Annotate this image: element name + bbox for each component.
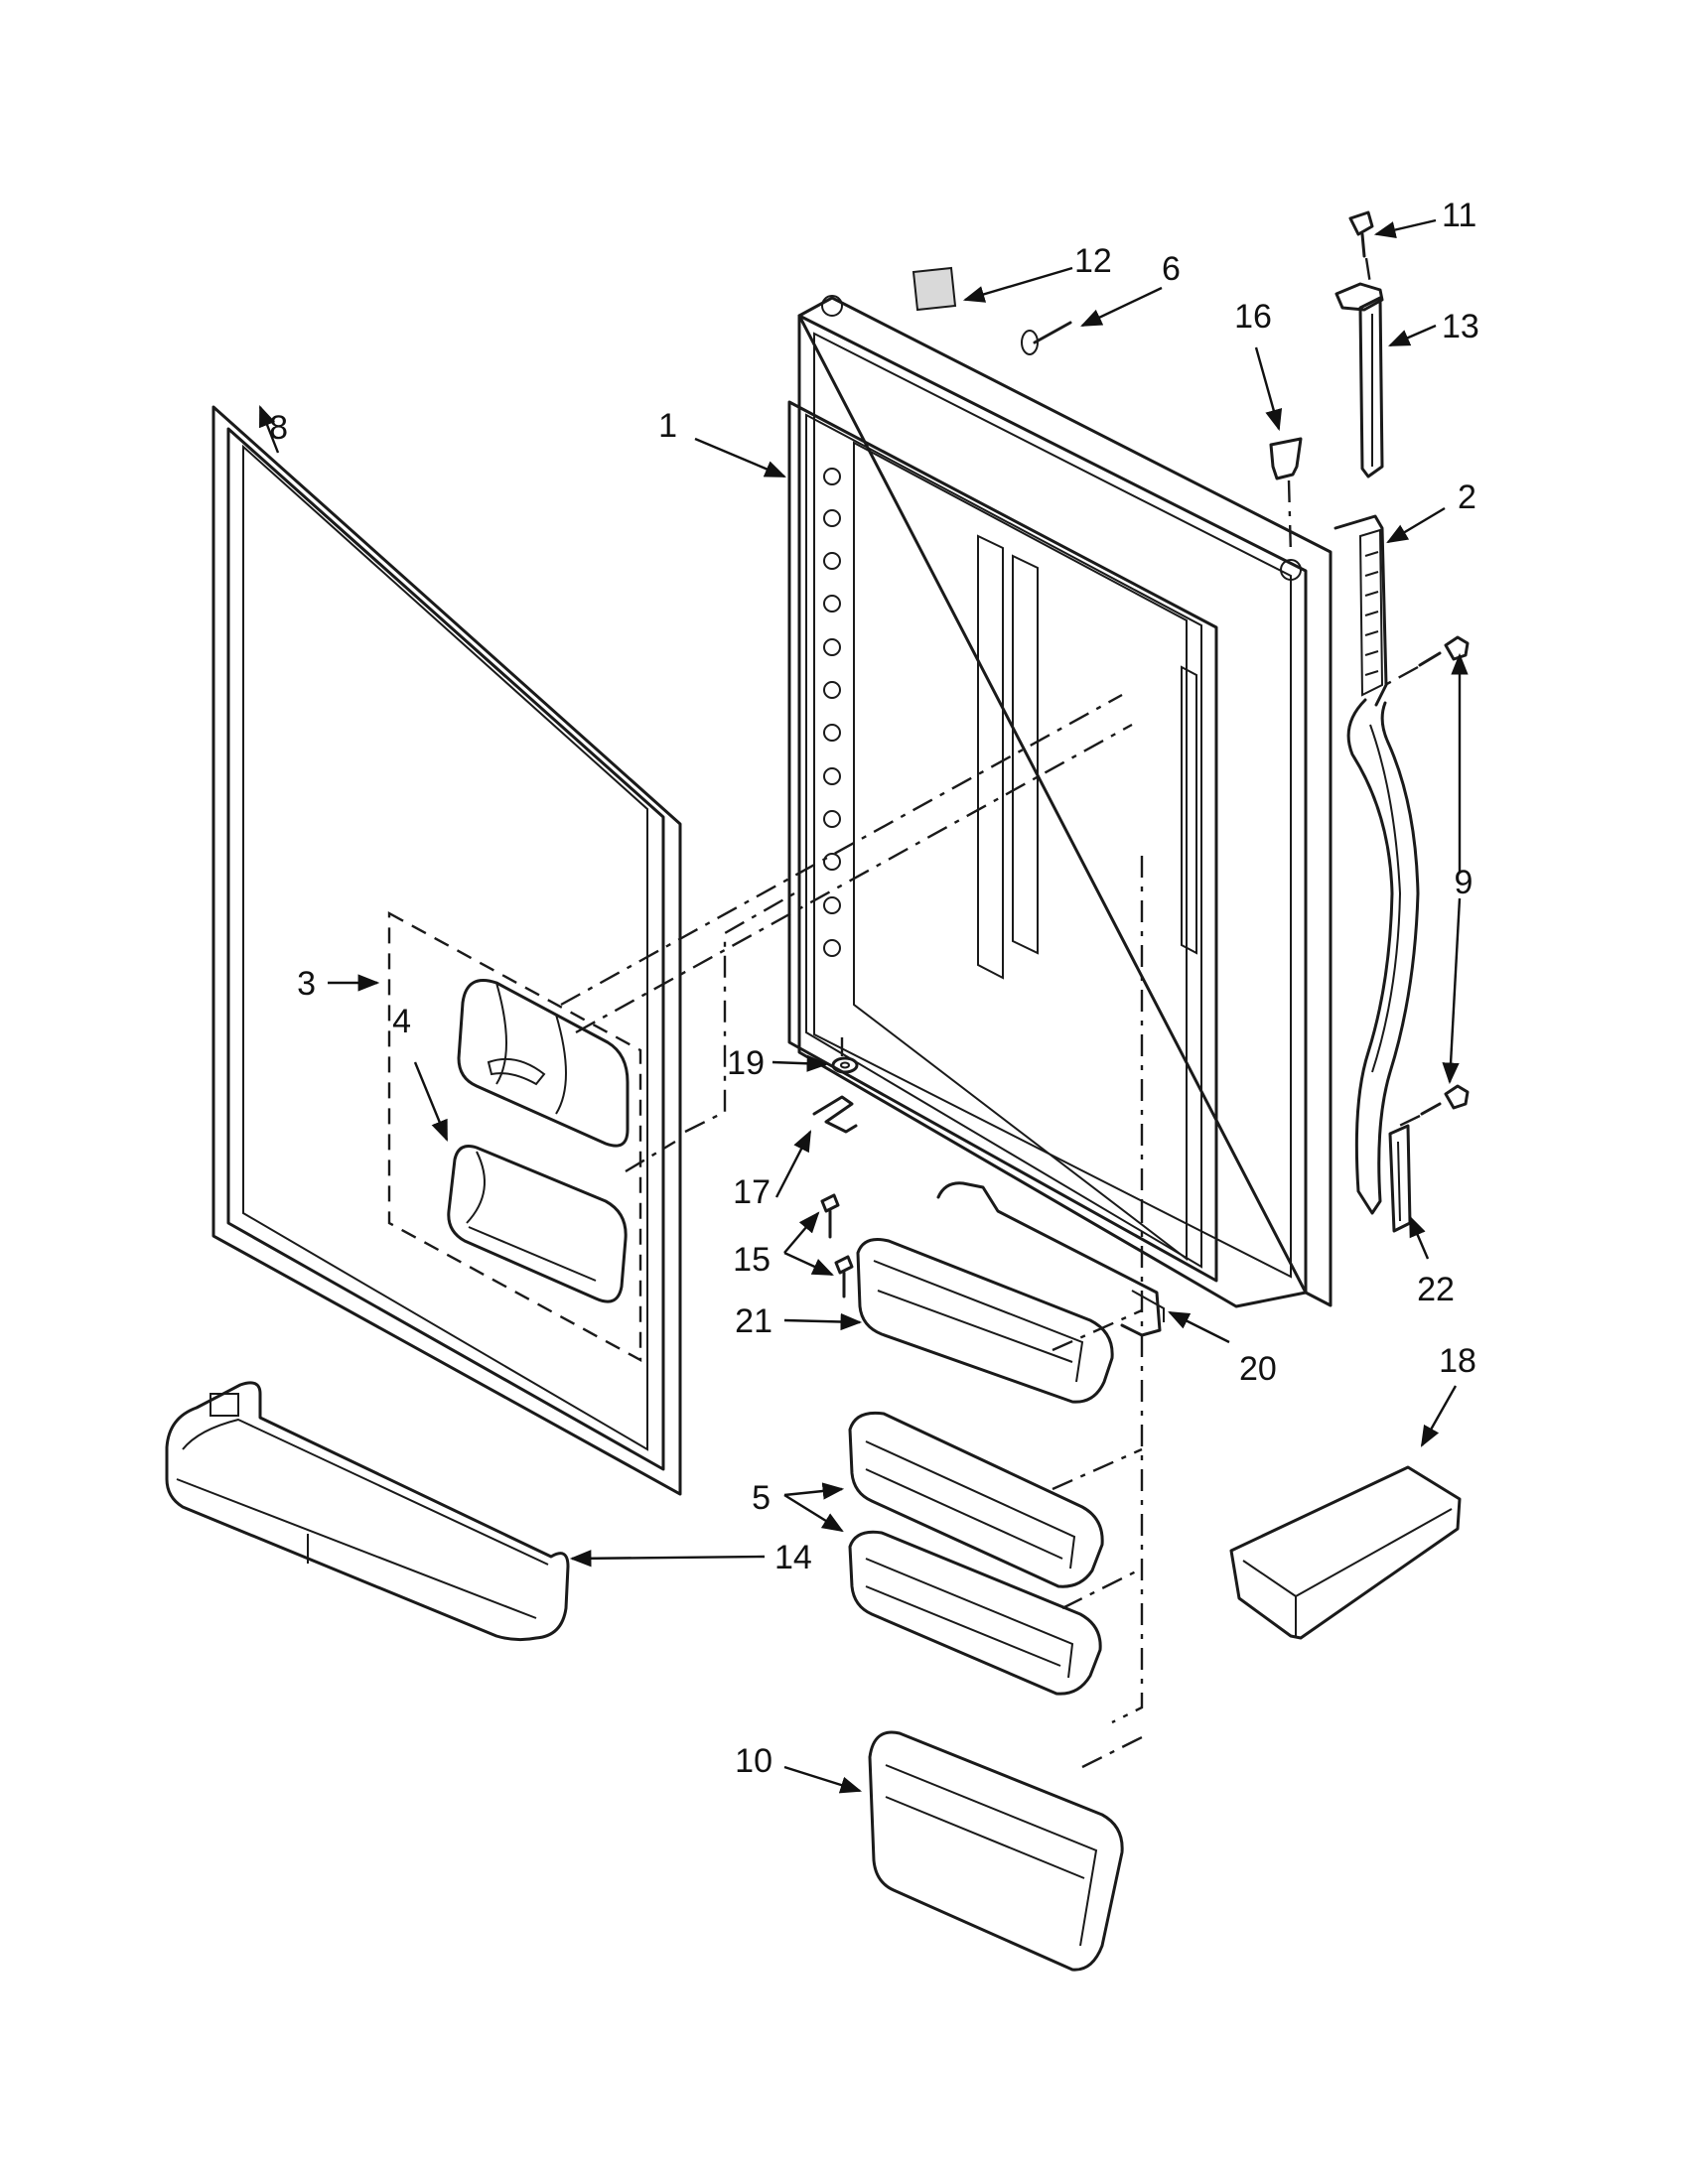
hinge-bracket-bottom <box>812 1095 858 1134</box>
callout-16: 16 <box>1234 298 1272 336</box>
upper-door-shelf <box>856 1238 1114 1404</box>
assembly-lines <box>560 693 1144 1769</box>
callout-19: 19 <box>727 1044 765 1082</box>
callout-5: 5 <box>752 1479 771 1517</box>
door-gasket <box>211 405 682 1496</box>
hinge-bracket <box>1334 282 1384 478</box>
storage-bin <box>1229 1465 1462 1640</box>
shelf-bracket <box>936 1181 1165 1337</box>
lower-door-bin <box>165 1381 570 1642</box>
leader-lines <box>258 218 1469 1794</box>
liner-screw-bosses <box>823 468 841 957</box>
callout-3: 3 <box>297 965 316 1003</box>
handle-trim <box>1333 514 1388 707</box>
dairy-door <box>457 979 630 1148</box>
callout-22: 22 <box>1417 1271 1455 1308</box>
dairy-door-group <box>387 910 642 1363</box>
door-bin-lower <box>848 1530 1102 1696</box>
handle-screw-bottom <box>1394 1084 1470 1130</box>
callout-8: 8 <box>269 409 288 447</box>
callout-20: 20 <box>1239 1350 1277 1388</box>
callout-9: 9 <box>1455 864 1474 901</box>
handle-screw-top <box>1384 635 1470 687</box>
callout-13: 13 <box>1442 308 1479 345</box>
callout-21: 21 <box>735 1302 772 1340</box>
handle-end-cap <box>1388 1124 1412 1233</box>
callout-18: 18 <box>1439 1342 1476 1380</box>
liner-screw <box>1021 321 1072 355</box>
hinge-washer <box>831 1056 859 1074</box>
callout-17: 17 <box>733 1173 771 1211</box>
hinge-bushing <box>1269 437 1303 557</box>
door-handle <box>1346 698 1420 1215</box>
callout-15: 15 <box>733 1241 771 1279</box>
door-liner <box>787 295 1333 1308</box>
callout-1: 1 <box>658 407 677 445</box>
callout-labels: 1 2 3 4 5 6 8 9 10 11 12 13 14 15 16 17 … <box>269 197 1479 1780</box>
hinge-screw <box>1348 210 1374 285</box>
gallon-door-bin <box>868 1730 1124 1972</box>
callout-14: 14 <box>774 1539 812 1576</box>
door-label <box>912 266 957 312</box>
door-bin-upper <box>848 1411 1104 1588</box>
callout-2: 2 <box>1458 478 1476 516</box>
callout-6: 6 <box>1162 250 1181 288</box>
callout-4: 4 <box>392 1003 411 1040</box>
hinge-screws-bottom <box>820 1037 854 1298</box>
dairy-bin <box>447 1145 628 1303</box>
callout-10: 10 <box>735 1742 772 1780</box>
callout-12: 12 <box>1074 242 1112 280</box>
callout-11: 11 <box>1442 197 1476 234</box>
